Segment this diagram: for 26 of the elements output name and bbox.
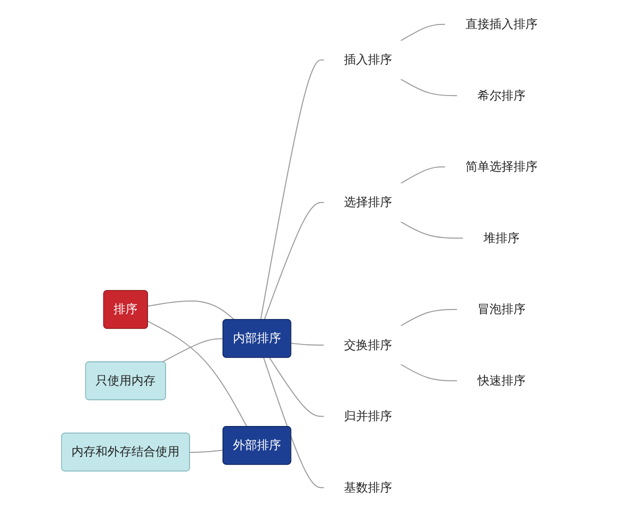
connector	[290, 342, 325, 346]
node-text: 堆排序	[483, 231, 520, 246]
connector	[263, 357, 325, 488]
connector	[400, 78, 458, 96]
connector	[260, 59, 325, 320]
node-text: 直接插入排序	[465, 17, 538, 32]
node-text: 交换排序	[344, 338, 392, 352]
connector	[400, 166, 446, 184]
connector	[147, 300, 235, 320]
connector	[269, 357, 325, 417]
node-text: 希尔排序	[477, 88, 526, 103]
connector	[147, 320, 248, 428]
node-text: 选择排序	[344, 196, 392, 210]
connector	[400, 221, 464, 239]
node-text: 归并排序	[344, 409, 392, 424]
connector	[264, 202, 325, 320]
connector	[400, 308, 458, 327]
node-text: 快速排序	[477, 374, 526, 388]
connector	[189, 450, 224, 453]
node-text: 插入排序	[344, 52, 392, 67]
node-text: 简单选择排序	[465, 160, 538, 174]
node-text: 基数排序	[344, 480, 392, 495]
node-text: 冒泡排序	[477, 302, 526, 316]
connector	[162, 338, 224, 363]
connector	[400, 364, 458, 382]
connector	[400, 24, 446, 42]
